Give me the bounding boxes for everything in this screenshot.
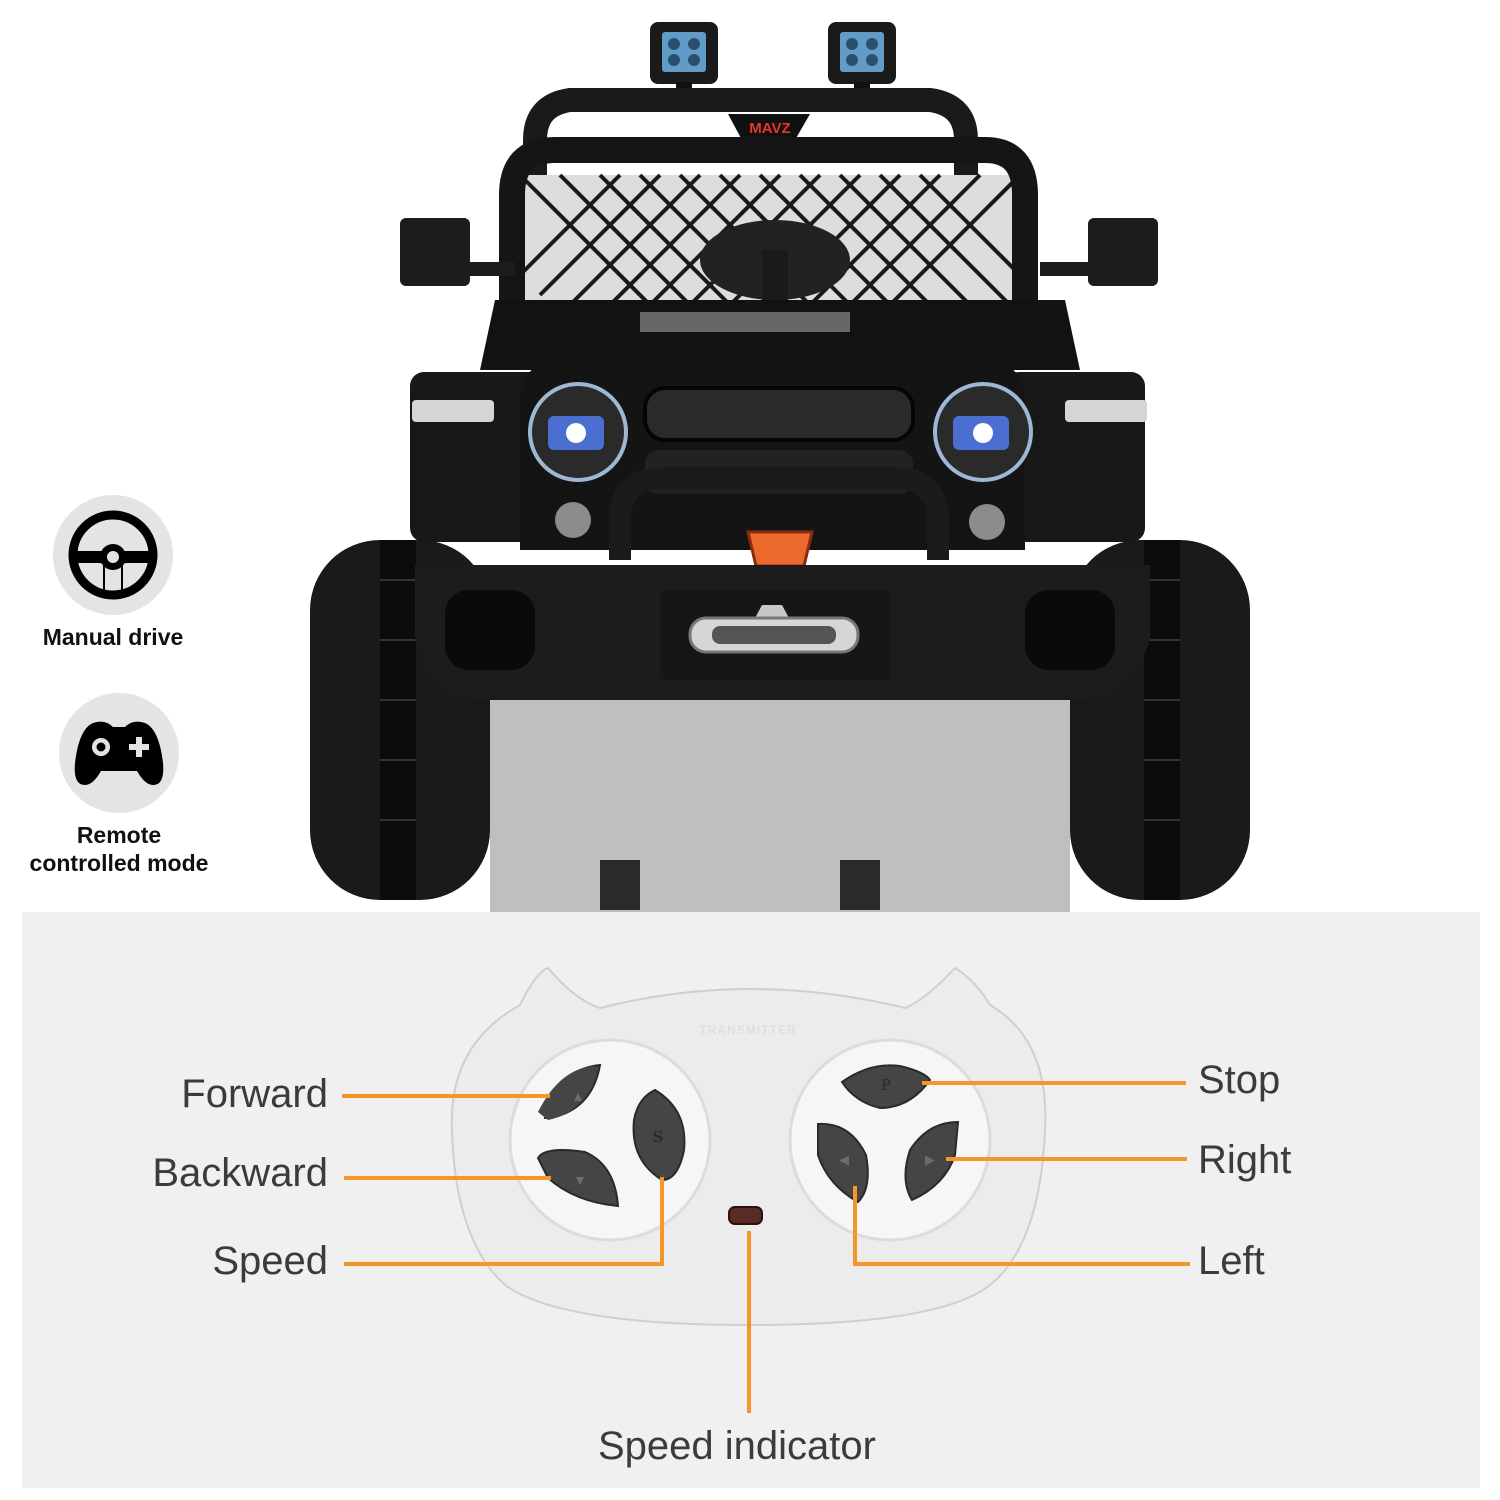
roof-light-left <box>650 22 718 96</box>
forward-button[interactable]: ▲ <box>538 1063 602 1120</box>
park-p-icon: P <box>881 1076 891 1094</box>
left-arrow-icon: ◀ <box>839 1152 849 1167</box>
brand-plate <box>728 114 810 140</box>
feature-remote-mode: Remote controlled mode <box>30 693 208 877</box>
forward-callout-line <box>342 1094 550 1098</box>
speed-indicator-led <box>728 1206 763 1225</box>
backward-label: Backward <box>152 1151 328 1195</box>
speed-callout-line-h <box>344 1262 664 1266</box>
backward-arrow-icon: ▼ <box>573 1172 587 1188</box>
right-label: Right <box>1198 1138 1292 1182</box>
jeep-reflection-fade <box>330 912 1280 972</box>
speed-s-icon: S <box>653 1128 664 1146</box>
backward-button[interactable]: ▼ <box>536 1149 620 1208</box>
grille-upper <box>643 386 915 442</box>
headlight-left <box>528 382 628 482</box>
manual-drive-badge <box>53 495 173 615</box>
speed-callout-line-v <box>660 1177 664 1266</box>
backward-callout-line <box>344 1176 551 1180</box>
speed-indicator-callout-line <box>747 1231 751 1413</box>
remote-mode-label-line2: controlled mode <box>29 850 209 876</box>
headlight-right <box>933 382 1033 482</box>
manual-drive-label: Manual drive <box>42 624 184 650</box>
feature-manual-drive: Manual drive <box>43 495 183 651</box>
speed-indicator-label: Speed indicator <box>598 1424 876 1468</box>
brand-text: MAVZ <box>749 120 790 137</box>
ride-on-jeep-image: MAVZ <box>310 22 1250 930</box>
transmitter-label: TRANSMITTER <box>700 1023 797 1037</box>
forward-label: Forward <box>181 1072 328 1116</box>
left-label: Left <box>1198 1239 1265 1283</box>
stop-label: Stop <box>1198 1058 1281 1102</box>
roof-light-right <box>828 22 896 96</box>
right-callout-line <box>946 1157 1187 1161</box>
left-button[interactable]: ◀ <box>817 1122 869 1204</box>
remote-control-image: TRANSMITTER ▲ ▼ S P ◀ ▶ <box>450 966 1047 1327</box>
stop-button[interactable]: P <box>840 1064 932 1110</box>
remote-mode-label: Remote controlled mode <box>14 821 224 877</box>
speed-label: Speed <box>212 1239 328 1283</box>
mirror-right <box>1088 218 1158 286</box>
forward-arrow-icon: ▲ <box>571 1088 585 1104</box>
remote-mode-badge <box>59 693 179 813</box>
remote-mode-label-line1: Remote <box>76 822 162 848</box>
steering-wheel-icon <box>68 510 158 600</box>
mirror-left <box>400 218 470 286</box>
left-callout-line-v <box>853 1186 857 1266</box>
gamepad-icon <box>74 721 164 785</box>
left-callout-line-h <box>853 1262 1190 1266</box>
right-button[interactable]: ▶ <box>904 1120 960 1202</box>
stop-callout-line <box>922 1081 1186 1085</box>
front-red-light <box>746 530 814 568</box>
right-arrow-icon: ▶ <box>925 1152 935 1167</box>
